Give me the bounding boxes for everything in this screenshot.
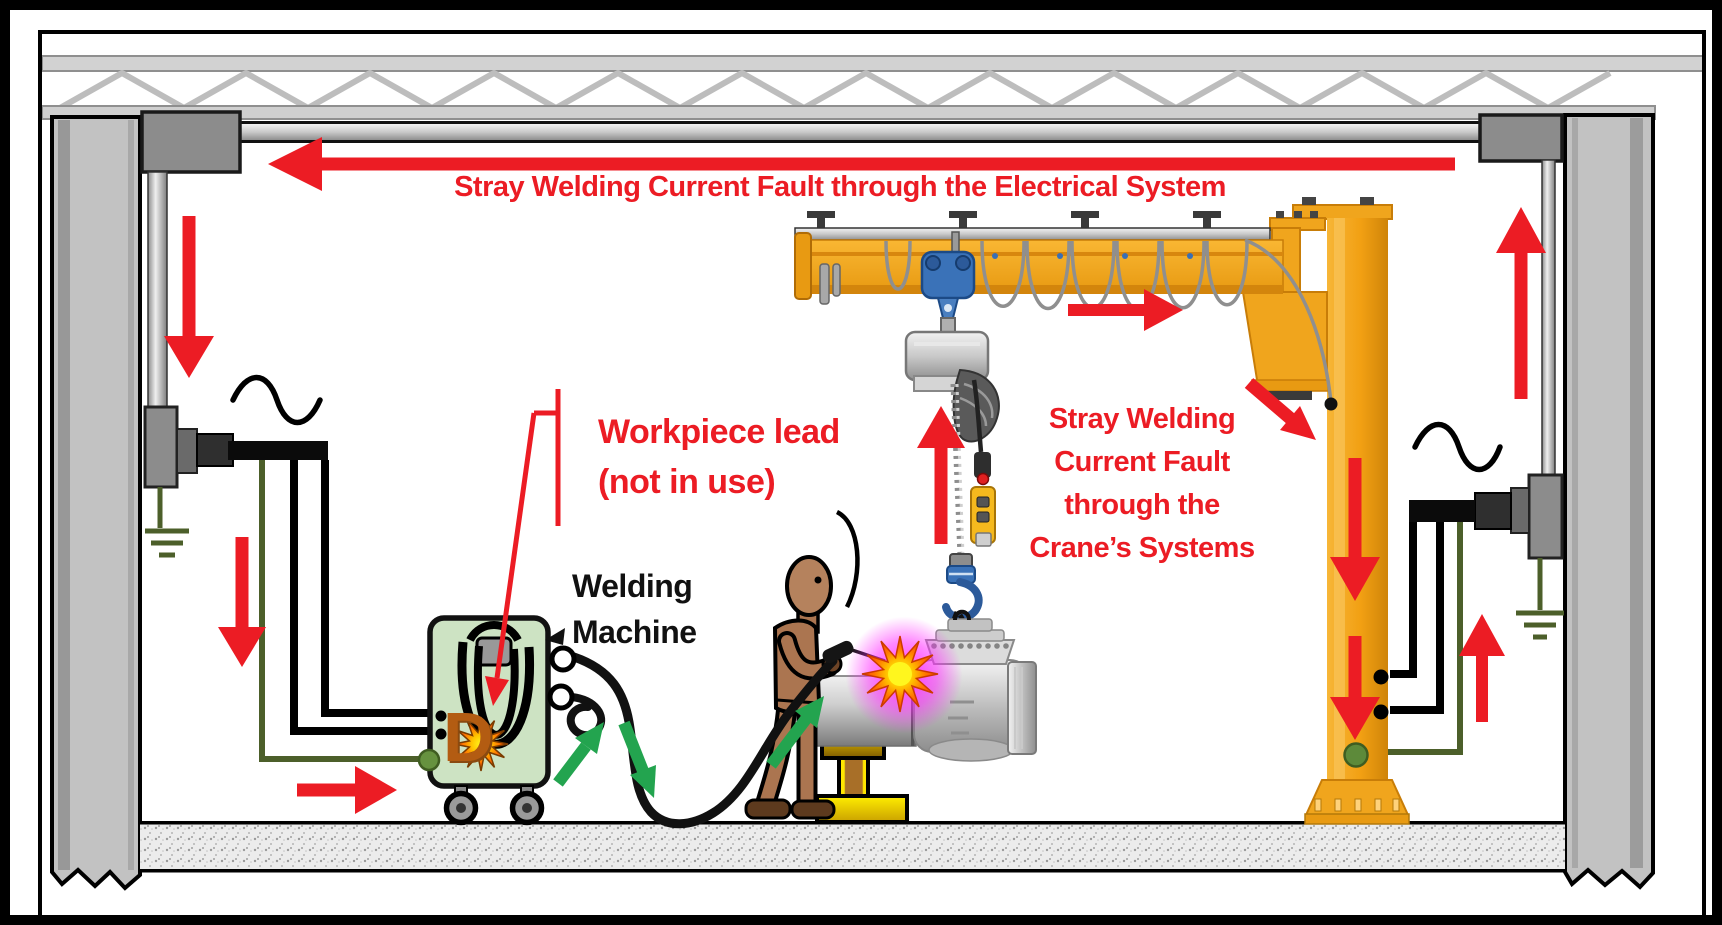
- right-bracket: [1478, 113, 1564, 163]
- mast-base-bolts: [1314, 798, 1400, 812]
- welder-boot: [790, 799, 836, 820]
- left-ground-symbol: [145, 487, 189, 558]
- welding-machine-label-line2: Machine: [572, 614, 697, 650]
- current-arrow-cable-down: [618, 720, 649, 774]
- machine-terminal: [435, 728, 447, 740]
- mast-terminal: [1373, 669, 1389, 685]
- fault-current-arrows: [164, 137, 1546, 814]
- welder-eye: [814, 576, 822, 584]
- welder-head: [785, 555, 833, 617]
- machine-connector: [547, 683, 575, 711]
- pendant-light: [976, 472, 990, 486]
- electrode-cable: [569, 652, 838, 829]
- right-ground-wire: [1366, 522, 1463, 755]
- pendant-button-down: [976, 511, 990, 523]
- jib-crane: [794, 197, 1410, 825]
- truss-web-members: [58, 70, 1612, 111]
- left-column-shade: [58, 120, 70, 870]
- runway-beam: [240, 121, 1480, 143]
- machine-ground-lug: [417, 748, 441, 772]
- crane-fault-label-line4: Crane’s Systems: [1029, 532, 1255, 564]
- right-column: [1563, 113, 1655, 890]
- mast-feed-cable: [1244, 238, 1333, 403]
- current-arrow-machine-out: [553, 742, 591, 787]
- roof-truss: [41, 55, 1705, 120]
- right-cable-bundle: [1409, 500, 1475, 522]
- left-bracket: [140, 110, 242, 174]
- current-arrow-into-workpiece: [766, 715, 811, 769]
- welding-current-arrows: [553, 696, 824, 798]
- workpiece-lead-pointer: [485, 389, 561, 706]
- left-cable-bundle: [228, 441, 328, 460]
- right-column-shade: [1630, 118, 1643, 868]
- trolley: [920, 231, 976, 339]
- machine-terminal: [435, 710, 447, 722]
- pendant-button-up: [976, 496, 990, 508]
- pendant-control: [970, 379, 996, 547]
- mast-base-plate: [1304, 813, 1410, 825]
- welding-machine-label-line1: Welding: [572, 568, 693, 604]
- festoon-hangers: [807, 211, 1221, 230]
- helmet-strap: [835, 509, 860, 609]
- electrical-fault-label: Stray Welding Current Fault through the …: [454, 171, 1226, 203]
- truss-bottom-chord: [41, 105, 1656, 120]
- workpiece-lead-label-line2: (not in use): [598, 463, 776, 501]
- machine-logo-letter: D: [443, 698, 494, 776]
- workpiece-lead-label-line1: Workpiece lead: [598, 413, 840, 451]
- machine-fault-spark-icon: [453, 716, 509, 772]
- left-ground-wire: [259, 460, 420, 762]
- left-supply-wires: [259, 460, 436, 762]
- jib-end-cap: [794, 232, 812, 300]
- mast-cable-connection: [1324, 397, 1338, 411]
- crane-fault-label-line1: Stray Welding: [1048, 403, 1236, 435]
- mast-ground-lug: [1343, 742, 1369, 768]
- right-junction-box: [1409, 473, 1564, 560]
- festoon-loops: [884, 238, 1333, 403]
- ac-wave-left-icon: [230, 374, 323, 426]
- machine-connector: [549, 645, 577, 673]
- left-junction-box: [143, 405, 328, 489]
- fault-arrow-into-mast: [1244, 378, 1296, 424]
- right-supply-wires: [1366, 522, 1463, 755]
- ac-wave-right-icon: [1412, 421, 1503, 473]
- crane-fault-label-line3: through the: [1064, 489, 1220, 521]
- crane-fault-label-line2: Current Fault: [1054, 446, 1230, 478]
- mast-terminal: [1373, 704, 1389, 720]
- welder-boot: [744, 798, 792, 820]
- right-ground-symbol: [1516, 558, 1564, 640]
- left-column: [50, 115, 142, 891]
